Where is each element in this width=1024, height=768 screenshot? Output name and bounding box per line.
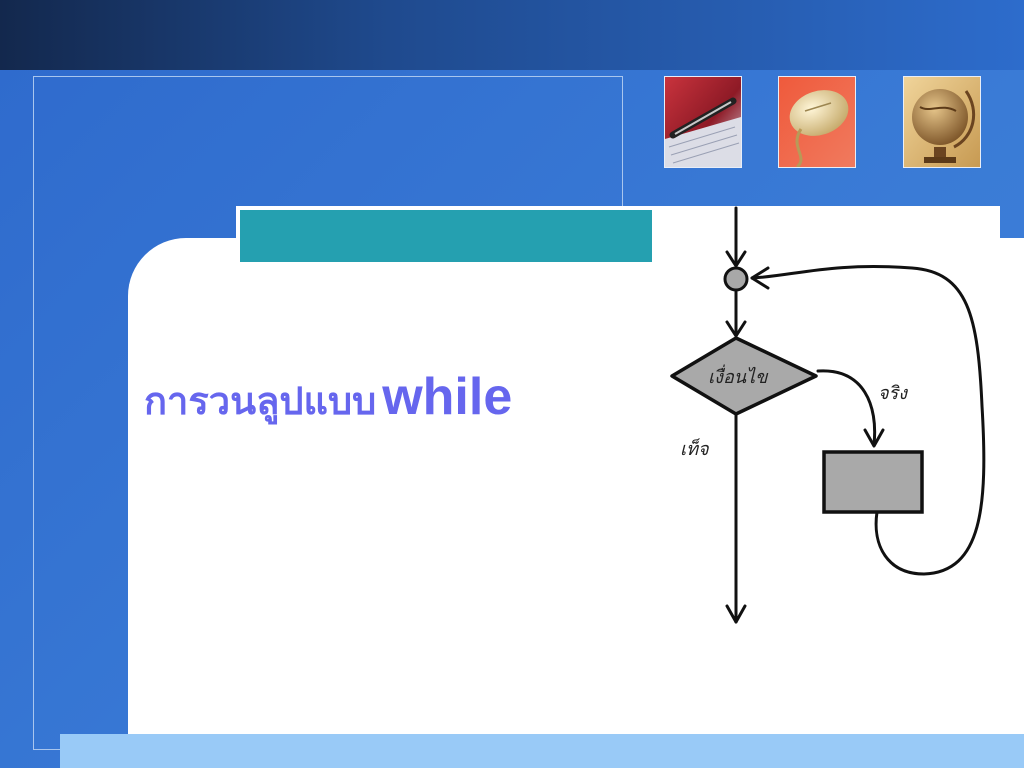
condition-diamond <box>670 336 818 416</box>
true-branch-arrowhead <box>863 428 885 448</box>
condition-label: เงื่อนไข <box>708 367 768 388</box>
slide-title-keyword: while <box>382 368 513 426</box>
while-loop-flowchart: เงื่อนไข จริง เท็จ <box>652 206 998 640</box>
globe-photo <box>903 76 981 168</box>
false-branch-arrowhead <box>725 604 747 624</box>
entry-arrowhead <box>725 250 747 268</box>
loop-body-box <box>822 450 924 514</box>
to-condition-arrowhead <box>725 320 747 338</box>
loop-back-arrowhead <box>750 266 770 290</box>
top-banner <box>0 0 1024 70</box>
mouse-photo <box>778 76 856 168</box>
bottom-strip <box>60 734 1024 768</box>
true-branch-line <box>816 369 877 446</box>
pen-photo <box>664 76 742 168</box>
connector-circle <box>723 266 749 292</box>
slide-title-thai: การวนลูปแบบ <box>144 378 377 423</box>
true-label: จริง <box>878 383 908 404</box>
loop-back-line <box>750 265 986 576</box>
false-label: เท็จ <box>680 439 709 460</box>
